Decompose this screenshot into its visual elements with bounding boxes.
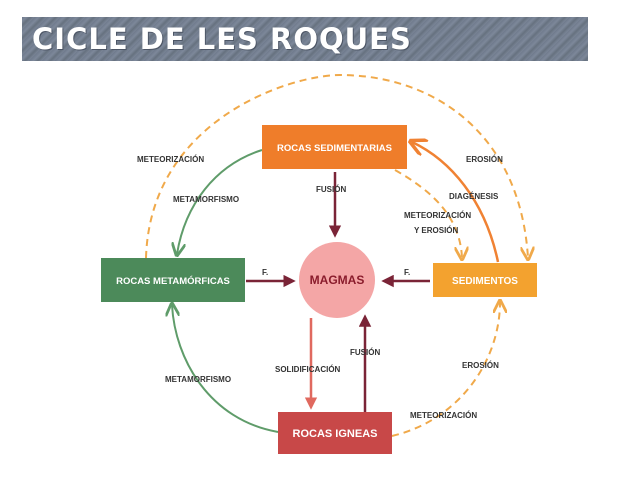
label-rocas-igneas: ROCAS IGNEAS <box>293 428 378 440</box>
page-title: CICLE DE LES ROQUES <box>32 22 412 56</box>
metamorfismo-arrow-top <box>177 149 263 254</box>
label-metamorfismo-bottom: METAMORFISMO <box>165 375 231 384</box>
node-rocas-igneas: ROCAS IGNEAS <box>278 412 392 454</box>
label-meteorizacion-top-left: METEORIZACIÓN <box>137 155 204 164</box>
label-metamorfismo-top: METAMORFISMO <box>173 195 239 204</box>
label-magmas: MAGMAS <box>310 273 365 287</box>
dashed-arc-meteorizacion <box>394 169 462 258</box>
node-sedimentos: SEDIMENTOS <box>433 263 537 297</box>
label-erosion-bottom-right: EROSIÓN <box>462 361 499 370</box>
title-banner: CICLE DE LES ROQUES <box>22 17 588 61</box>
label-fusion-bottom: FUSIÓN <box>350 348 380 357</box>
label-diagenesis: DIAGÉNESIS <box>449 192 499 201</box>
node-magmas: MAGMAS <box>299 242 375 318</box>
label-y-erosion: Y EROSIÓN <box>414 226 459 235</box>
label-meteorizacion-middle: METEORIZACIÓN <box>404 211 471 220</box>
label-solidificacion: SOLIDIFICACIÓN <box>275 365 341 374</box>
label-fusion-top: FUSIÓN <box>316 185 346 194</box>
metamorfismo-arrow-bottom <box>172 305 279 433</box>
outer-dashed-arc-bottom <box>391 302 500 437</box>
outer-dashed-arc-top <box>145 73 528 258</box>
label-sedimentos: SEDIMENTOS <box>452 276 518 287</box>
label-f-left: F. <box>262 268 268 277</box>
label-f-right: F. <box>404 268 410 277</box>
label-rocas-metamorficas: ROCAS METAMÓRFICAS <box>116 275 230 287</box>
label-erosion-top-right: EROSIÓN <box>466 155 503 164</box>
node-rocas-metamorficas: ROCAS METAMÓRFICAS <box>101 258 245 302</box>
node-rocas-sedimentarias: ROCAS SEDIMENTARIAS <box>262 125 407 169</box>
diagenesis-arrow <box>412 142 500 263</box>
label-rocas-sedimentarias: ROCAS SEDIMENTARIAS <box>277 143 392 154</box>
label-meteorizacion-bottom-right: METEORIZACIÓN <box>410 411 477 420</box>
